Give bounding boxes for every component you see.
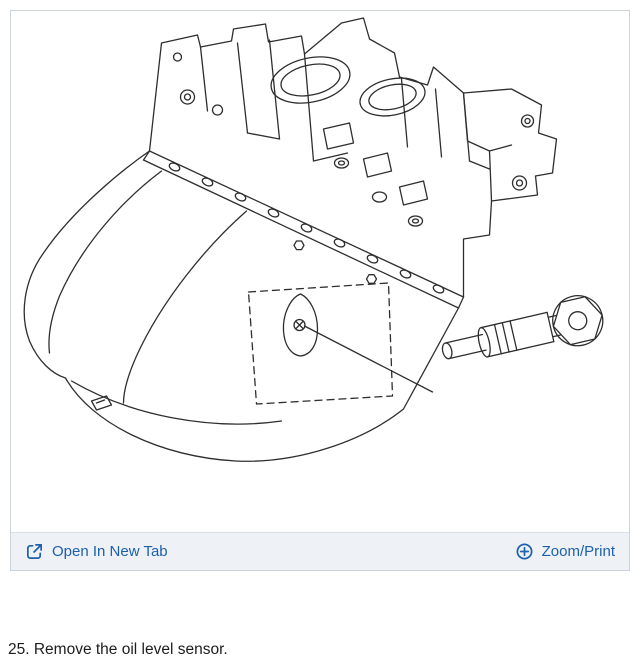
zoom-print-label: Zoom/Print [541, 543, 615, 560]
open-in-new-tab-label: Open In New Tab [52, 543, 168, 560]
circle-plus-icon [515, 542, 534, 561]
oil-level-sensor-diagram [11, 11, 629, 532]
engine-diagram-svg [23, 17, 604, 462]
zoom-print-link[interactable]: Zoom/Print [515, 542, 615, 561]
image-viewer: Open In New Tab Zoom/Print [10, 10, 630, 571]
engine-block-drawing [142, 17, 558, 309]
oil-pan-drawing [23, 150, 460, 462]
sensor-mounting-boss [282, 293, 434, 393]
sensor-location-callout [247, 282, 394, 405]
viewer-toolbar: Open In New Tab Zoom/Print [11, 532, 629, 570]
open-in-new-tab-link[interactable]: Open In New Tab [25, 542, 168, 561]
open-in-new-tab-icon [25, 542, 44, 561]
step-caption: 25. Remove the oil level sensor. [8, 641, 228, 658]
oil-level-sensor-drawing [441, 295, 604, 360]
